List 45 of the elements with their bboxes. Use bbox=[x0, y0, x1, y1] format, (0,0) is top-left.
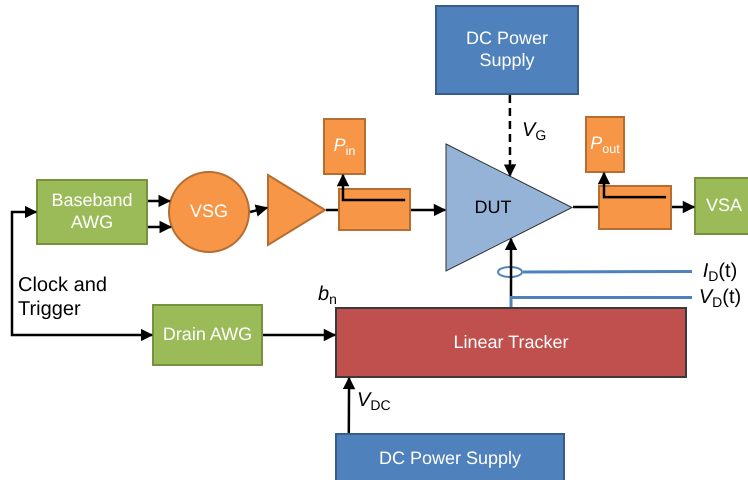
amplifier-triangle bbox=[267, 174, 326, 246]
signal-name: V$_{D}$(t) bbox=[698, 284, 742, 310]
arrow bbox=[342, 376, 356, 433]
process-box bbox=[36, 179, 148, 245]
edge-label: b$_{n}$ bbox=[318, 282, 337, 308]
node-label: Baseband AWG bbox=[50, 190, 134, 234]
node-label: DC Power Supply bbox=[378, 448, 522, 470]
connector-line bbox=[326, 208, 338, 212]
arrow bbox=[10, 206, 154, 342]
edge-label: Clock and Trigger bbox=[18, 273, 108, 321]
process-box bbox=[152, 304, 263, 366]
arrow bbox=[148, 194, 171, 208]
node-label: P$_{in}$ bbox=[334, 134, 356, 158]
connector-line bbox=[510, 296, 692, 307]
generator-circle bbox=[168, 171, 250, 253]
tracker-box bbox=[335, 307, 687, 378]
coupler-box bbox=[598, 185, 672, 230]
analyzer-box bbox=[694, 177, 748, 235]
power-supply-box bbox=[335, 433, 565, 480]
arrow bbox=[336, 174, 406, 202]
node-label: P$_{out}$ bbox=[590, 132, 620, 156]
amplifier-triangle bbox=[445, 143, 573, 272]
node-label: Drain AWG bbox=[162, 324, 252, 346]
power-meter-box bbox=[585, 116, 625, 173]
arrow bbox=[504, 95, 516, 177]
connector-line bbox=[573, 206, 598, 208]
arrow bbox=[148, 220, 172, 234]
arrow bbox=[411, 204, 446, 216]
arrow bbox=[250, 204, 268, 217]
node-label: VSA bbox=[706, 195, 742, 217]
edge-label: V$_{DC}$ bbox=[357, 388, 391, 414]
edge-label: V$_{G}$ bbox=[522, 118, 546, 144]
arrow bbox=[672, 200, 696, 214]
signal-name: I$_{D}$(t) bbox=[702, 258, 738, 284]
node-label: DUT bbox=[474, 196, 512, 218]
arrow bbox=[263, 328, 336, 342]
connector-line bbox=[523, 270, 692, 274]
current-probe-ring bbox=[497, 266, 523, 278]
power-meter-box bbox=[323, 118, 366, 175]
node-label: VSG bbox=[190, 201, 228, 223]
coupler-box bbox=[338, 188, 411, 231]
node-label: DC Power Supply bbox=[464, 28, 550, 72]
power-supply-box bbox=[435, 5, 579, 95]
node-label: Linear Tracker bbox=[453, 332, 569, 354]
arrow bbox=[598, 172, 666, 198]
